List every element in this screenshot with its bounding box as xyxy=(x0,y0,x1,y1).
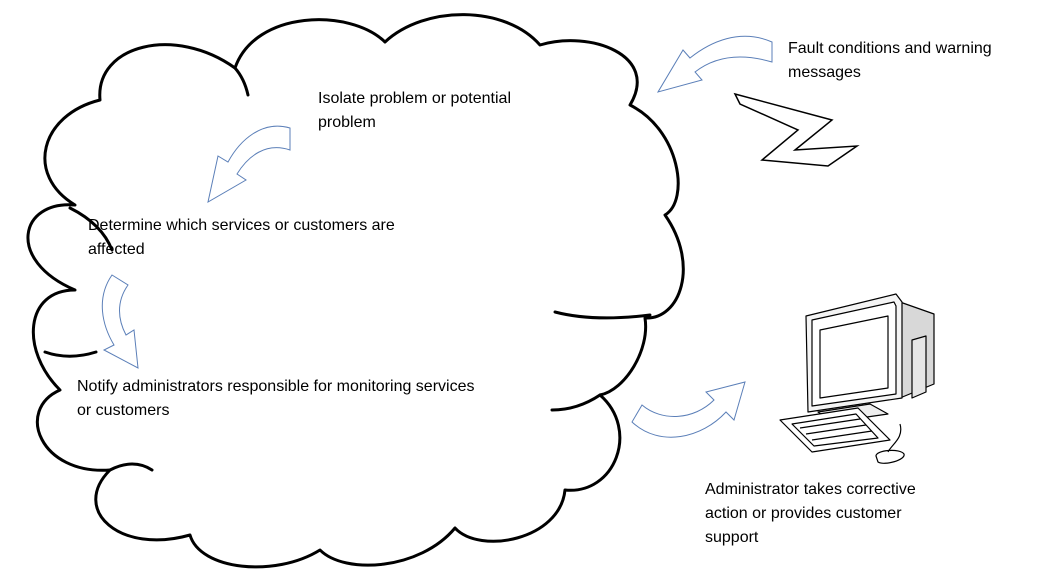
step1-to-step2-arrow-icon xyxy=(207,125,291,203)
fault-conditions-line-2: messages xyxy=(788,64,861,81)
fault-conditions-label: Fault conditions and warning messages xyxy=(788,37,992,85)
cloud-fold-bottom-right xyxy=(550,393,602,412)
step2-to-step3-arrow-icon xyxy=(101,274,139,369)
step-determine-line-2: affected xyxy=(88,241,145,258)
step-isolate-line-1: Isolate problem or potential xyxy=(318,90,511,107)
step-isolate-line-2: problem xyxy=(318,114,376,131)
lightning-bolt-icon xyxy=(733,92,860,167)
cloud-fold-bottom xyxy=(108,462,154,472)
process-cloud xyxy=(26,13,685,569)
notify-admin-arrow-icon xyxy=(631,381,746,438)
administrator-action-line-3: support xyxy=(705,529,759,546)
computer-workstation-icon xyxy=(779,293,935,464)
step-determine-line-1: Determine which services or customers ar… xyxy=(88,217,395,234)
cloud-fold-left xyxy=(68,206,114,252)
incoming-arrow-icon xyxy=(656,35,773,93)
administrator-action-line-1: Administrator takes corrective xyxy=(705,481,916,498)
administrator-action-line-2: action or provides customer xyxy=(705,505,902,522)
cloud-fold-right xyxy=(553,310,652,320)
fault-conditions-line-1: Fault conditions and warning xyxy=(788,40,992,57)
step-notify-line-1: Notify administrators responsible for mo… xyxy=(77,378,475,395)
step-isolate-label: Isolate problem or potential problem xyxy=(318,87,511,135)
step-determine-label: Determine which services or customers ar… xyxy=(88,214,395,262)
administrator-action-label: Administrator takes corrective action or… xyxy=(705,478,916,550)
cloud-fold-top xyxy=(233,66,250,97)
step-notify-line-2: or customers xyxy=(77,402,170,419)
cloud-fold-lower-left xyxy=(43,350,98,358)
step-notify-label: Notify administrators responsible for mo… xyxy=(77,375,474,423)
